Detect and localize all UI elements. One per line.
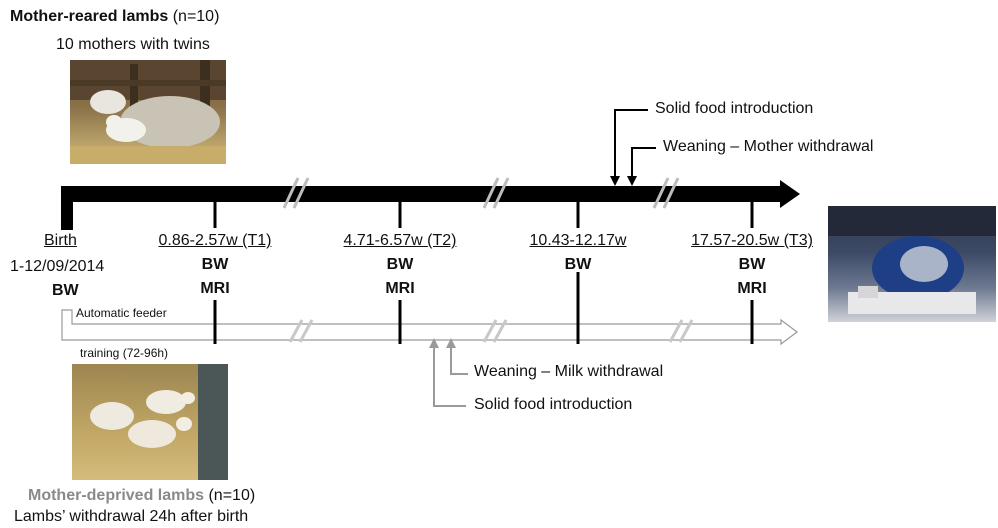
solid-food-arrowhead-bottom [429, 338, 439, 348]
weaning-mother-arrowhead [627, 176, 637, 186]
timepoint-ticks-bottom [213, 272, 754, 344]
mother-deprived-timeline [61, 309, 798, 346]
mother-reared-timeline-bar [61, 186, 781, 202]
timepoint-measure-1: BW [386, 256, 414, 273]
mri-scanner-illustration [828, 206, 996, 314]
solid-food-arrowhead-top [610, 176, 620, 186]
timepoint-measure-1: BW [564, 256, 592, 273]
feeder-training-line1: Automatic feeder [76, 306, 167, 320]
timeline-break-marks [282, 177, 680, 209]
mother-deprived-subtitle: Lambs’ withdrawal 24h after birth [14, 508, 249, 525]
mother-reared-title-n: (n=10) [168, 8, 220, 25]
timepoint-measure-2: MRI [200, 280, 230, 297]
mri-photo [828, 206, 996, 322]
timepoint-range: 4.71-6.57w (T2) [343, 232, 457, 249]
top-event-arrows [614, 109, 656, 178]
mother-reared-subtitle: 10 mothers with twins [56, 36, 210, 53]
timeline-break-marks-bottom [288, 319, 694, 343]
ewe-and-lamb-illustration [70, 60, 226, 164]
timepoint-range: 10.43-12.17w [529, 232, 627, 249]
birth-marker [61, 186, 73, 230]
mother-reared-title-bold: Mother-reared lambs [10, 8, 169, 25]
mother-deprived-title: Mother-deprived lambs (n=10) [28, 487, 255, 505]
mother-reared-photo [70, 60, 226, 164]
timepoint-range: 0.86-2.57w (T1) [158, 232, 272, 249]
feeder-training-line2: training (72-96h) [80, 346, 169, 360]
weaning-milk-withdrawal: Weaning – Milk withdrawal [474, 363, 664, 380]
birth-date: 1-12/09/2014 [10, 258, 105, 275]
solid-food-introduction-bottom: Solid food introduction [474, 396, 633, 413]
timepoint-measure-1: BW [738, 256, 766, 273]
mother-deprived-title-bold: Mother-deprived lambs [28, 487, 205, 504]
lambs-illustration [90, 364, 228, 480]
bottom-event-arrows [433, 346, 468, 407]
birth-label: Birth [44, 232, 77, 249]
mother-deprived-photo [72, 364, 228, 480]
timepoint-ticks-top [213, 202, 754, 228]
mother-reared-timeline-arrowhead [780, 180, 800, 208]
mother-reared-title: Mother-reared lambs (n=10) [10, 8, 219, 26]
weaning-mother-withdrawal: Weaning – Mother withdrawal [663, 138, 874, 155]
timepoint-range: 17.57-20.5w (T3) [691, 232, 813, 249]
timepoint-measure-1: BW [201, 256, 229, 273]
weaning-milk-arrowhead [446, 338, 456, 348]
timepoint-measure-2: MRI [737, 280, 767, 297]
mother-deprived-title-n: (n=10) [204, 487, 256, 504]
timepoint-measure-2: MRI [385, 280, 415, 297]
birth-measure: BW [52, 282, 79, 299]
solid-food-introduction-top: Solid food introduction [655, 100, 814, 117]
